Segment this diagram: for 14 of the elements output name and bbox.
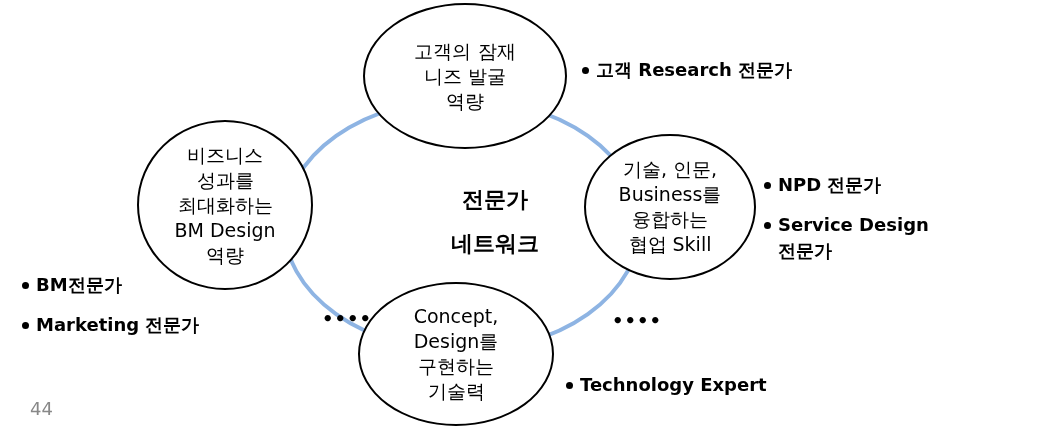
ellipsis-dots: •••• [612,310,663,331]
node-text: Concept, Design를 구현하는 기술력 [412,304,500,404]
expert-label: NPD 전문가 [778,173,882,197]
page-number: 44 [30,398,53,419]
node-text: 고객의 잠재 니즈 발굴 역량 [413,38,517,114]
node-text: 기술, 인문, Business를 융합하는 협업 Skill [617,157,723,257]
expert-label: 고객 Research 전문가 [596,58,793,82]
ellipsis-dots: •••• [322,308,373,329]
center-title: 전문가 네트워크 [450,186,540,258]
expert-label: Service Design 전문가 [778,213,930,263]
expert-label: BM전문가 [36,273,122,297]
expert-label: Technology Expert [580,373,767,397]
expert-label: Marketing 전문가 [36,313,200,337]
node-text: 비즈니스 성과를 최대화하는 BM Design 역량 [173,142,277,268]
